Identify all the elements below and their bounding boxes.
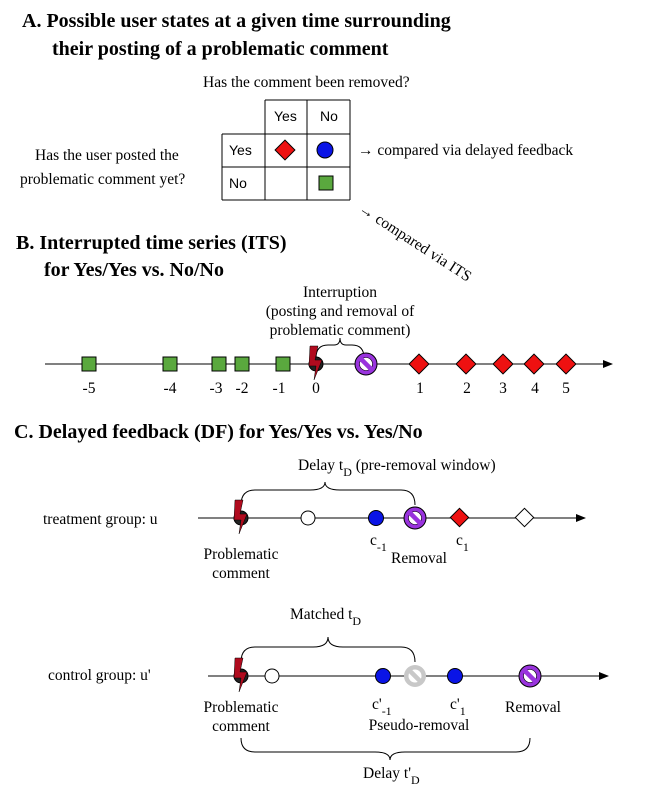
posted-question-2: problematic comment yet? [20,171,185,188]
its-green-square [162,356,178,372]
removal-label: Removal [391,550,447,567]
compared-its: → compared via ITS [356,200,475,285]
problematic-comment-label-2: comment [212,565,270,582]
blue-circle-icon [316,141,334,159]
its-green-square [234,356,250,372]
delay-prime-label: Delay t'D [363,765,420,787]
lightning-bolt-icon [233,499,249,535]
col-yes-header: Yes [274,108,297,124]
its-red-diamond [455,353,477,375]
state-table [221,99,351,201]
removal-nosign-icon [404,507,426,529]
posted-question-1: Has the user posted the [35,147,179,164]
c-minus-1-label: c-1 [370,532,387,554]
green-square-icon [318,175,334,191]
treatment-group-label: treatment group: u [43,511,158,528]
its-red-diamond [408,353,430,375]
interruption-label-1: Interruption [303,284,377,301]
col-no-header: No [320,108,338,124]
empty-circle-icon [264,668,280,684]
tick-label: -2 [236,380,249,397]
matched-delay-label: Matched tD [290,606,361,628]
control-group-label: control group: u' [48,667,151,684]
empty-diamond-icon [514,507,535,528]
section-b-heading-1: B. Interrupted time series (ITS) [16,232,287,254]
removal-label: Removal [505,699,561,716]
problematic-comment-label-1: Problematic [204,699,279,716]
section-b: B. Interrupted time series (ITS) for Yes… [16,232,613,397]
delay-brace [240,481,416,506]
compared-delayed-feedback: → compared via delayed feedback [358,142,573,159]
removal-nosign-icon [355,353,377,375]
tick-label: -1 [273,380,286,397]
blue-circle-icon [447,668,463,684]
its-red-diamond [555,353,577,375]
section-a-heading-2: their posting of a problematic comment [52,38,389,60]
tick-label: -4 [164,380,177,397]
interruption-label-2: (posting and removal of [266,303,415,320]
lightning-bolt-icon [233,657,249,693]
red-diamond-icon [449,507,470,528]
empty-circle-icon [300,510,316,526]
its-green-square [211,356,227,372]
section-c: C. Delayed feedback (DF) for Yes/Yes vs.… [14,421,609,787]
its-green-square [81,356,97,372]
delay-prime-brace [240,737,531,761]
blue-circle-icon [375,668,391,684]
tick-label: 0 [312,380,320,397]
interruption-label-3: problematic comment) [270,322,411,339]
removal-nosign-icon [519,665,541,687]
tick-label: 5 [562,380,570,397]
section-a: A. Possible user states at a given time … [20,10,573,285]
tick-label: 2 [463,380,471,397]
interruption-brace [315,337,365,359]
its-green-square [275,356,291,372]
its-red-diamond [492,353,514,375]
matched-brace [240,636,416,663]
tick-label: 4 [531,380,539,397]
tick-label: 1 [416,380,424,397]
tick-label: -5 [83,380,96,397]
blue-circle-icon [368,510,384,526]
section-b-heading-2: for Yes/Yes vs. No/No [44,259,224,281]
red-diamond-icon [274,139,296,161]
delay-label: Delay tD (pre-removal window) [298,457,496,479]
its-red-diamond [523,353,545,375]
tick-label: 3 [499,380,507,397]
c-1-label: c1 [456,532,469,554]
pseudo-removal-nosign-icon [404,665,426,687]
tick-label: -3 [210,380,223,397]
section-c-heading: C. Delayed feedback (DF) for Yes/Yes vs.… [14,421,423,443]
section-a-heading-1: A. Possible user states at a given time … [22,10,451,32]
problematic-comment-label-1: Problematic [204,546,279,563]
c-prime-1-label: c'1 [450,696,466,718]
pseudo-removal-label: Pseudo-removal [369,717,470,734]
removed-question: Has the comment been removed? [203,74,410,91]
problematic-comment-label-2: comment [212,718,270,735]
lightning-bolt-icon [308,345,324,381]
row-yes-header: Yes [229,142,252,158]
c-prime-minus-1-label: c'-1 [372,696,392,718]
row-no-header: No [229,175,247,191]
